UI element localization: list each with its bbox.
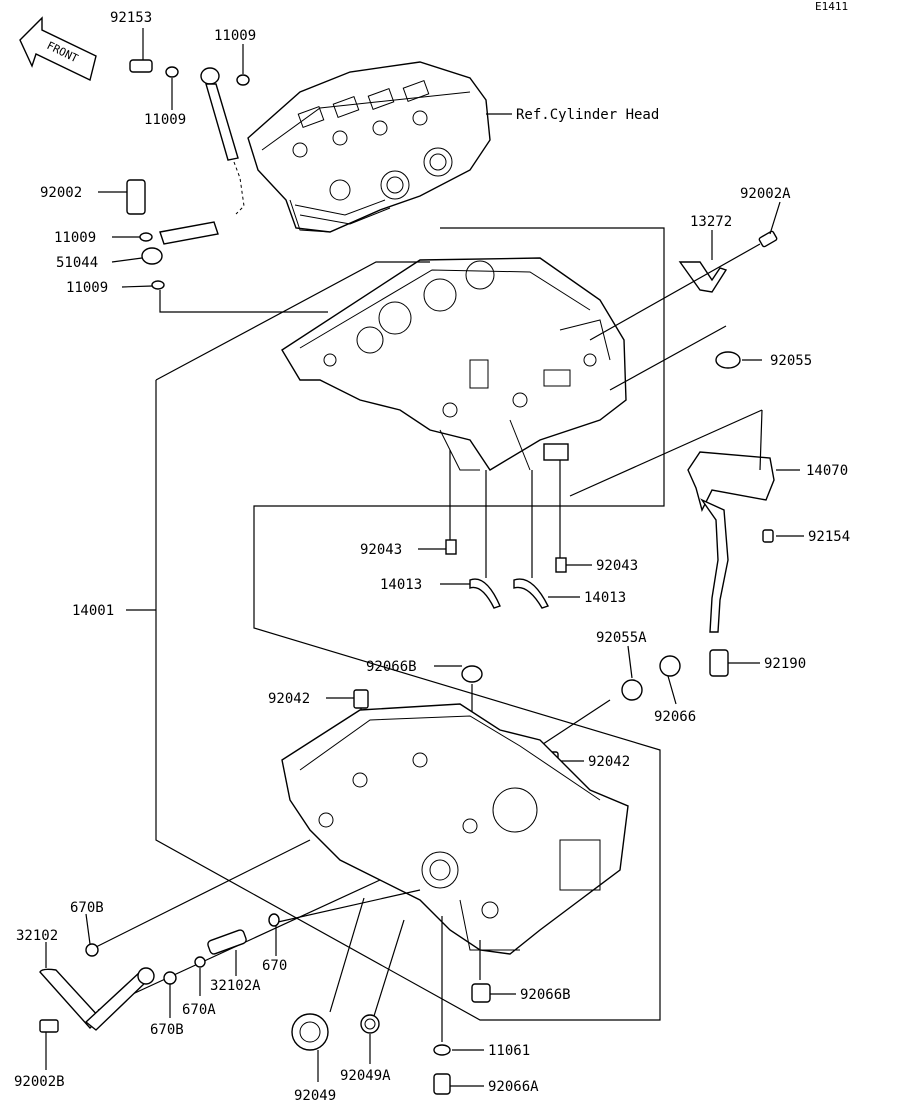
label-92043-right: 92043: [596, 558, 638, 574]
lower-crankcase: [281, 703, 629, 955]
label-92055A: 92055A: [596, 630, 647, 646]
label-11061: 11061: [488, 1043, 530, 1059]
label-92002B: 92002B: [14, 1074, 65, 1090]
plug-92066: [659, 655, 681, 677]
label-92066: 92066: [654, 709, 696, 725]
label-92153: 92153: [110, 10, 152, 26]
oring-92055A: [621, 679, 643, 701]
bearing-14013-right: [513, 578, 549, 609]
label-670A: 670A: [182, 1002, 216, 1018]
label-92066B-top: 92066B: [366, 659, 417, 675]
label-92043-left: 92043: [360, 542, 402, 558]
washer-11061: [433, 1044, 451, 1056]
dowel-92042-left: [353, 689, 369, 709]
ref-cylinder-head-label: Ref.Cylinder Head: [516, 107, 659, 123]
bearing-14013-left: [469, 578, 501, 609]
bolt-92002A: [758, 230, 778, 248]
breather-cover: [687, 451, 775, 677]
oil-pipe: [126, 59, 250, 290]
label-92154: 92154: [808, 529, 850, 545]
label-670B-bottom: 670B: [150, 1022, 184, 1038]
upper-crankcase: [281, 257, 627, 471]
label-11009-d: 11009: [66, 280, 108, 296]
label-14013-left: 14013: [380, 577, 422, 593]
label-32102A: 32102A: [210, 978, 261, 994]
label-92066B-bottom: 92066B: [520, 987, 571, 1003]
label-92042-left: 92042: [268, 691, 310, 707]
plug-92055: [715, 351, 741, 369]
label-51044: 51044: [56, 255, 98, 271]
label-92055: 92055: [770, 353, 812, 369]
pin-92043-left: [445, 539, 457, 555]
label-92002: 92002: [40, 185, 82, 201]
label-670: 670: [262, 958, 287, 974]
bolt-92066A: [433, 1073, 451, 1095]
oil-pipe-32102A: [163, 913, 280, 985]
label-32102: 32102: [16, 928, 58, 944]
label-13272: 13272: [690, 214, 732, 230]
label-11009-b: 11009: [144, 112, 186, 128]
plug-92066B-top: [461, 665, 483, 683]
label-670B-top: 670B: [70, 900, 104, 916]
label-92190: 92190: [764, 656, 806, 672]
label-14013-right: 14013: [584, 590, 626, 606]
pin-92043-right: [555, 557, 567, 573]
seal-92049: [291, 1013, 329, 1051]
oil-pipe-32102: [39, 943, 155, 1033]
diagram-code: E1411: [815, 0, 848, 13]
plug-92066B-bottom: [471, 983, 491, 1003]
label-92002A: 92002A: [740, 186, 791, 202]
seal-92049A: [360, 1014, 380, 1034]
label-92049A: 92049A: [340, 1068, 391, 1084]
label-92042-right: 92042: [588, 754, 630, 770]
label-92066A: 92066A: [488, 1079, 539, 1095]
label-14001: 14001: [72, 603, 114, 619]
label-92049: 92049: [294, 1088, 336, 1103]
bracket-13272: [678, 261, 728, 293]
front-arrow-icon: FRONT: [19, 16, 97, 82]
cylinder-head: [247, 61, 491, 233]
label-14070: 14070: [806, 463, 848, 479]
label-11009-a: 11009: [214, 28, 256, 44]
label-11009-c: 11009: [54, 230, 96, 246]
